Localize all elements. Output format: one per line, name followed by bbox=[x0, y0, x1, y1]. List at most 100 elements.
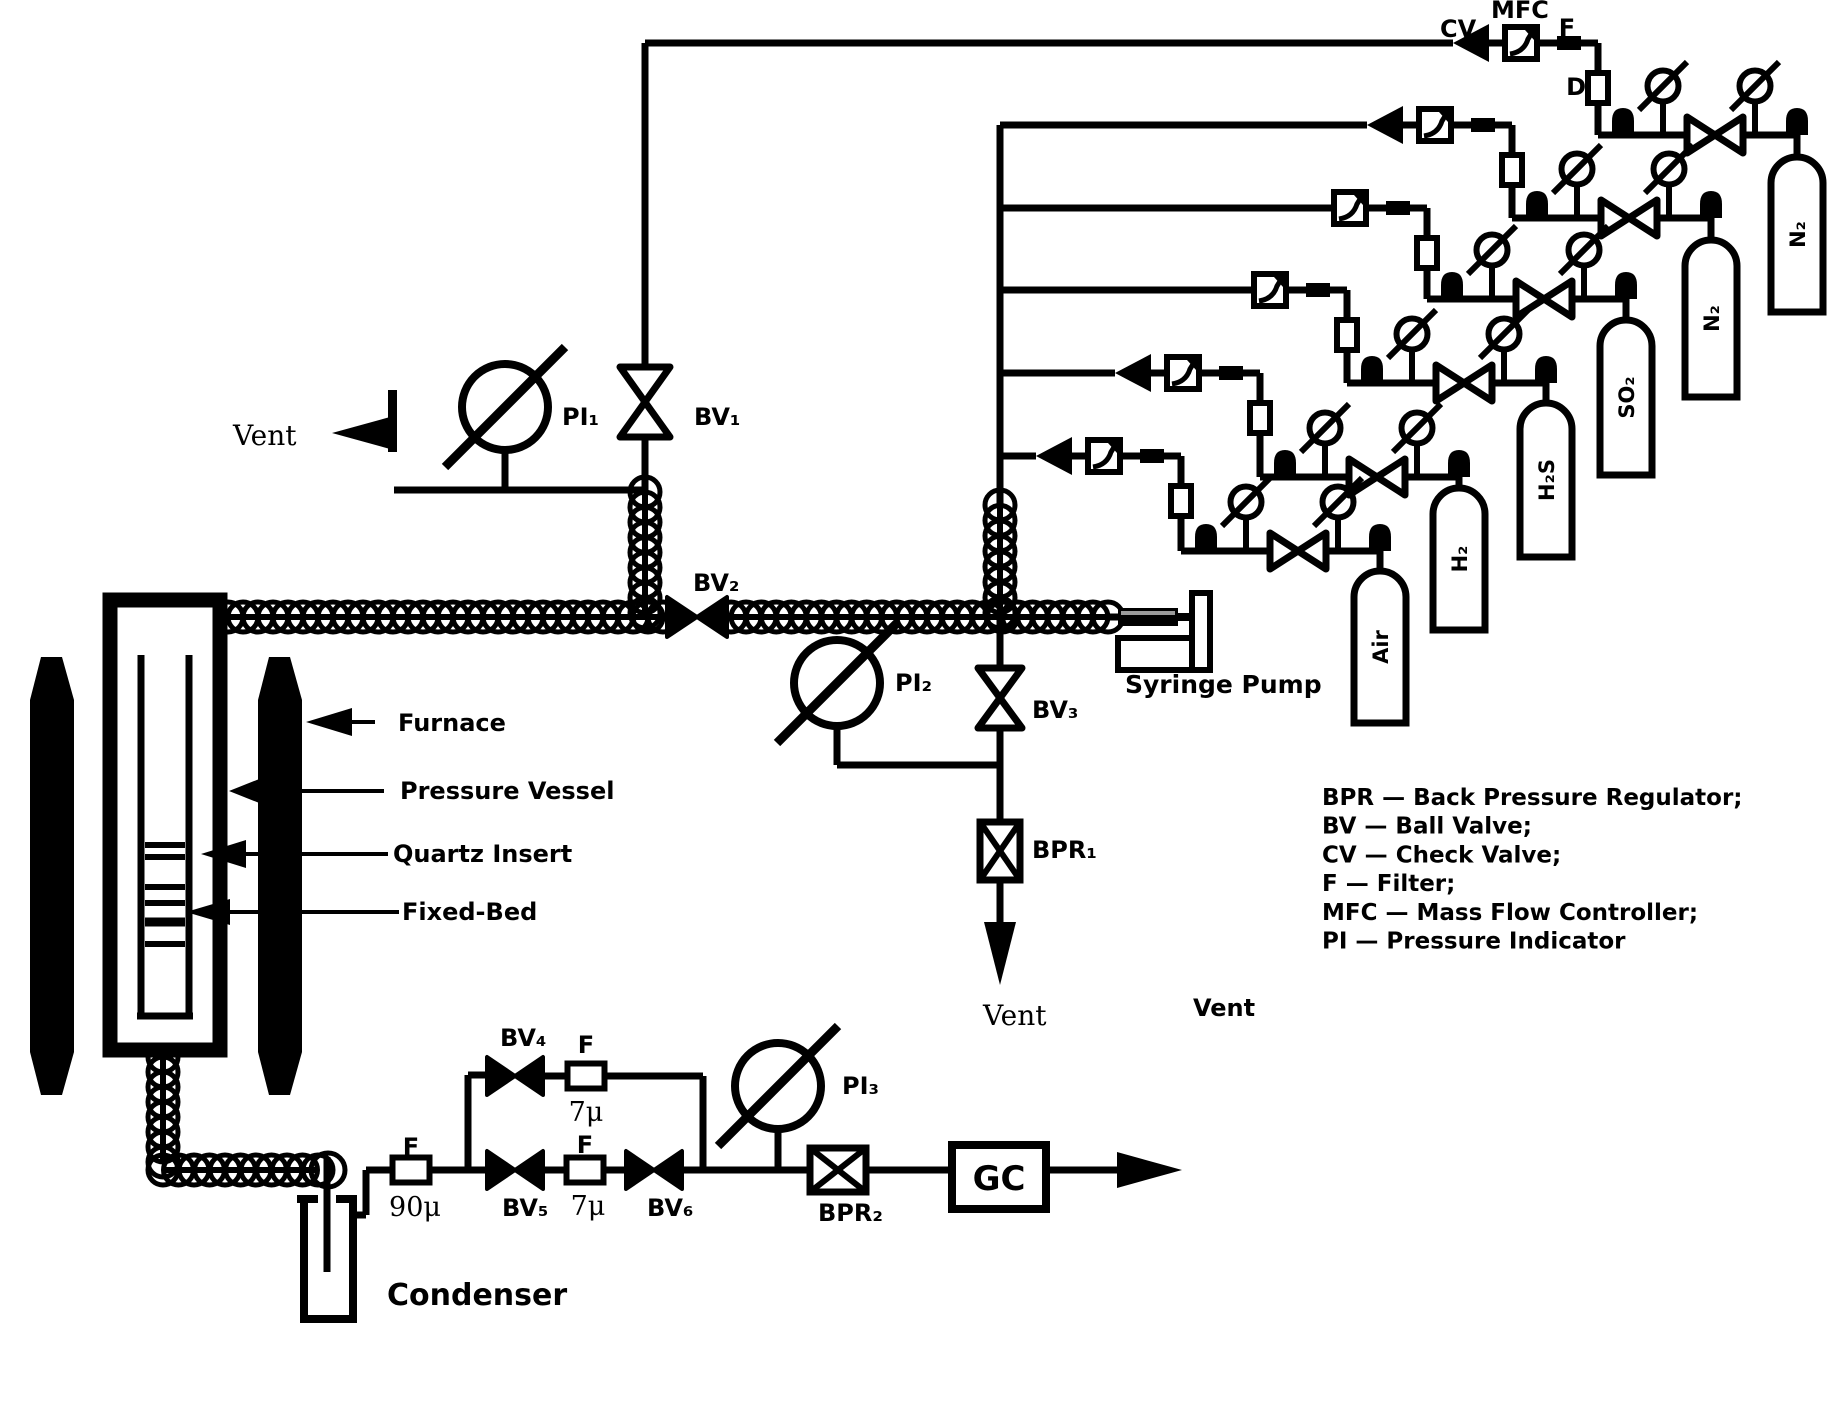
regulator-gauge-icon bbox=[1557, 223, 1611, 299]
gauge-dial bbox=[1650, 150, 1688, 188]
bv4-valve-icon bbox=[485, 1055, 545, 1097]
check-valve-icon bbox=[1036, 437, 1072, 475]
pressure-vessel-label: Pressure Vessel bbox=[400, 777, 614, 805]
gauge-needle bbox=[773, 619, 901, 747]
gas-line-h2s: H₂S bbox=[1000, 271, 1576, 561]
regulator-gauge-icon bbox=[1385, 307, 1439, 383]
vent-arrow-right-icon bbox=[1117, 1152, 1182, 1188]
gas-line-so2: SO₂ bbox=[1000, 189, 1656, 479]
gauge-needle bbox=[714, 1022, 842, 1150]
vent-label: Vent bbox=[1193, 994, 1255, 1022]
coil-loop bbox=[627, 580, 663, 616]
syringe-plunger-rod bbox=[1178, 613, 1192, 621]
condenser-section: Condenser bbox=[297, 1157, 567, 1323]
legend-item-3: F — Filter; bbox=[1322, 871, 1455, 897]
gauge-dial bbox=[1485, 315, 1523, 353]
bv5-valve-icon bbox=[485, 1149, 545, 1191]
pi3-gauge-icon bbox=[714, 1022, 842, 1150]
check-valve-icon bbox=[1367, 106, 1403, 144]
filter-icon bbox=[1140, 449, 1164, 463]
heated-line-manifold-drop bbox=[982, 487, 1018, 631]
syringe-pump: Syringe Pump bbox=[1108, 590, 1322, 699]
gauge-dial bbox=[1227, 483, 1265, 521]
fixed-bed-layer bbox=[145, 842, 185, 848]
regulator-dome-icon bbox=[1441, 272, 1463, 299]
legend-item-5: PI — Pressure Indicator bbox=[1322, 929, 1626, 955]
bpr-x bbox=[808, 1145, 868, 1195]
heated-line-furnace-top bbox=[210, 599, 681, 635]
pi2-label: PI₂ bbox=[895, 669, 932, 697]
bv1-valve-icon bbox=[616, 363, 674, 441]
gauge-needle bbox=[1465, 223, 1519, 277]
gauge-needle bbox=[1219, 475, 1273, 529]
vent-arrow-icon bbox=[332, 417, 390, 449]
regulator-gauge-icon bbox=[1728, 59, 1782, 135]
bv3-label: BV₃ bbox=[1032, 696, 1078, 724]
gauge-needle bbox=[1385, 307, 1439, 361]
cylinder-label: H₂ bbox=[1448, 546, 1472, 573]
regulator-dome-icon bbox=[1700, 191, 1722, 218]
filter-label: F bbox=[1559, 14, 1575, 42]
pi1-label: PI₁ bbox=[562, 403, 599, 431]
furnace-heater-left bbox=[30, 657, 74, 1095]
filter-icon bbox=[1386, 201, 1410, 215]
filter-size-label: 7μ bbox=[569, 1097, 604, 1128]
syringe-barrel bbox=[1118, 608, 1178, 626]
fixed-bed-layer bbox=[145, 917, 185, 927]
bv5-label: BV₅ bbox=[502, 1194, 548, 1222]
gauge-dial bbox=[1319, 483, 1357, 521]
regulator-gauge-icon bbox=[1311, 475, 1365, 551]
regulator-gauge-icon bbox=[1550, 142, 1604, 218]
condenser-label: Condenser bbox=[387, 1278, 567, 1313]
regulator-dome-icon bbox=[1195, 524, 1217, 551]
gauge-dial bbox=[1565, 231, 1603, 269]
mfc-label: MFC bbox=[1491, 0, 1549, 24]
regulator-dome-icon bbox=[1786, 108, 1808, 135]
pressure-vessel-pointer bbox=[229, 777, 384, 805]
cylinder-label: N₂ bbox=[1786, 221, 1810, 248]
regulator-valve-icon bbox=[1345, 455, 1409, 499]
bpr2-label: BPR₂ bbox=[818, 1199, 883, 1227]
gauge-dial bbox=[1398, 409, 1436, 447]
check-valve-icon bbox=[1115, 354, 1151, 392]
coil-loop bbox=[1075, 599, 1111, 635]
filter-label: F bbox=[577, 1131, 593, 1159]
bpr-x bbox=[977, 820, 1023, 882]
cylinder-body bbox=[1350, 567, 1410, 727]
gauge-dial bbox=[1393, 315, 1431, 353]
gauge-needle bbox=[1557, 223, 1611, 277]
regulator-gauge-icon bbox=[1636, 59, 1690, 135]
regulator-dome-icon bbox=[1369, 524, 1391, 551]
filter-icon bbox=[1306, 283, 1330, 297]
furnace-heater-right bbox=[258, 657, 302, 1095]
bpr1-label: BPR₁ bbox=[1032, 836, 1097, 864]
regulator-dome-icon bbox=[1274, 450, 1296, 477]
fixed-bed-pointer bbox=[186, 899, 399, 925]
regulator-gauge-icon bbox=[1390, 401, 1444, 477]
gauge-dial bbox=[1558, 150, 1596, 188]
gauge-needle bbox=[1477, 307, 1531, 361]
regulator-gauge-icon bbox=[1642, 142, 1696, 218]
pi1-gauge-icon bbox=[441, 343, 569, 471]
gauge-needle bbox=[1298, 401, 1352, 455]
bpr2-icon bbox=[806, 1144, 870, 1196]
gauge-dial bbox=[458, 360, 552, 454]
heated-line-to-condenser bbox=[145, 1152, 336, 1188]
filter-icon bbox=[389, 1154, 433, 1186]
bv6-label: BV₆ bbox=[647, 1194, 693, 1222]
vent-label: Vent bbox=[982, 999, 1047, 1032]
mfc-icon bbox=[1251, 271, 1289, 309]
cylinder-body bbox=[1516, 399, 1576, 561]
gas-cylinder-h2: H₂ bbox=[1429, 484, 1489, 634]
syringe-pump-label: Syringe Pump bbox=[1125, 670, 1322, 699]
arrow-left-icon bbox=[306, 708, 352, 736]
arrow-left-icon bbox=[229, 777, 263, 805]
fixed-bed-label: Fixed-Bed bbox=[402, 898, 537, 926]
arrow-left-icon bbox=[201, 840, 246, 868]
fixed-bed-layer bbox=[145, 854, 185, 860]
bv6-valve-icon bbox=[624, 1149, 684, 1191]
bv4-label: BV₄ bbox=[500, 1024, 546, 1052]
